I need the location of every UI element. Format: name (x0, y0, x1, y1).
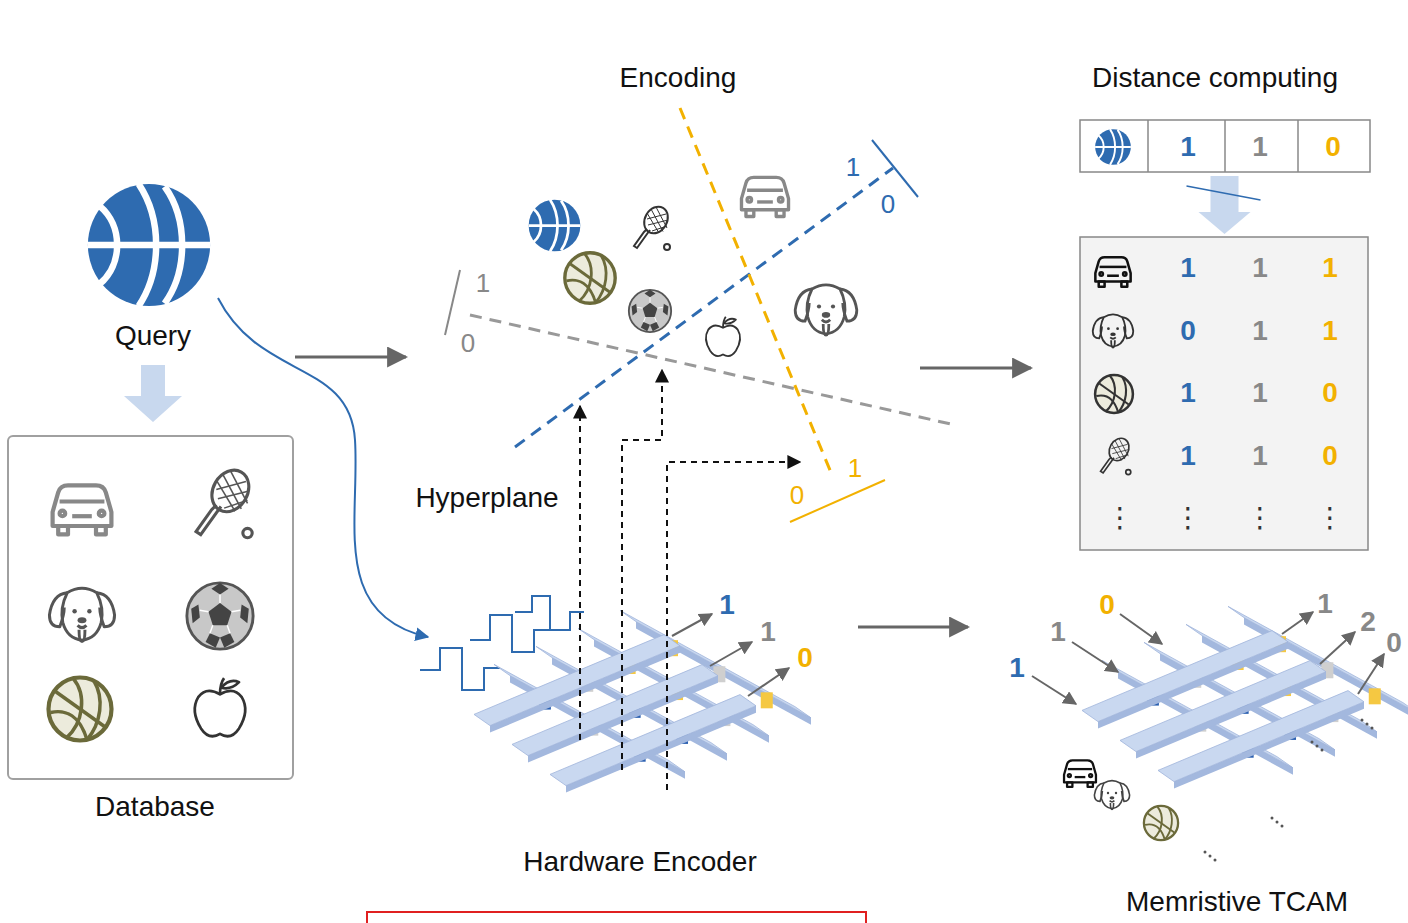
bar-top (1082, 631, 1288, 722)
output-bit: 1 (719, 591, 735, 619)
input-bit: 1 (1009, 654, 1025, 682)
code-bit: 1 (1180, 379, 1196, 407)
memristor-cell (1369, 688, 1381, 704)
strike-line (1187, 186, 1261, 200)
bar-top (474, 635, 680, 726)
match-count: 2 (1360, 608, 1376, 636)
output-bit: 1 (760, 618, 776, 646)
code-bit: 0 (1322, 379, 1338, 407)
code-bit: 0 (1325, 133, 1341, 161)
part-label: Memristive TCAM (1126, 888, 1348, 916)
input-bit: 0 (1099, 591, 1115, 619)
side-label: 0 (881, 191, 895, 217)
code-bit: ⋮ (1316, 504, 1344, 532)
code-bit: 1 (1252, 133, 1268, 161)
code-bit: 1 (1180, 442, 1196, 470)
code-bit: 0 (1322, 442, 1338, 470)
bar-top (550, 695, 756, 786)
code-bit: 1 (1180, 254, 1196, 282)
query-code-row: 1 1 0 (1080, 120, 1370, 172)
code-bit: ⋮ (1246, 504, 1274, 532)
code-bit: 1 (1252, 254, 1268, 282)
part-label: Hardware Encoder (523, 848, 756, 876)
code-bit: ⋮ (1106, 504, 1134, 532)
side-label: 1 (476, 270, 490, 296)
side-label: 0 (461, 330, 475, 356)
bar-top (512, 665, 718, 756)
input-bit: 1 (1050, 618, 1066, 646)
code-bit: 1 (1180, 133, 1196, 161)
arrow-body (1199, 176, 1251, 234)
side-label: 0 (790, 482, 804, 508)
code-bit: 1 (1322, 254, 1338, 282)
bar-top (1158, 691, 1364, 782)
code-bit: 1 (1252, 317, 1268, 345)
code-bit: 1 (1252, 379, 1268, 407)
section-title: Encoding (620, 64, 737, 92)
code-bit: 0 (1180, 317, 1196, 345)
bar-side (566, 706, 756, 793)
side-label: 1 (846, 154, 860, 180)
code-bit: 1 (1252, 442, 1268, 470)
part-label: Hyperplane (415, 484, 558, 512)
bar-top (1120, 661, 1326, 752)
code-bit: ⋮ (1174, 504, 1202, 532)
section-title: Distance computing (1092, 64, 1338, 92)
side-label: 1 (848, 455, 862, 481)
box-heading: Database (95, 793, 215, 821)
code-bit: 1 (1322, 317, 1338, 345)
database-box: Database (7, 435, 294, 780)
memristor-cell (761, 692, 773, 708)
output-bit: 0 (797, 644, 813, 672)
match-count: 1 (1317, 590, 1333, 618)
match-count: 0 (1386, 629, 1402, 657)
bar-side (1174, 702, 1364, 789)
block-arrow (1187, 176, 1261, 234)
icon-caption: Query (115, 322, 191, 350)
code-table: 1 1 1 0 1 1 1 1 0 1 1 0 ⋮ ⋮ ⋮ ⋮ (1080, 237, 1368, 550)
